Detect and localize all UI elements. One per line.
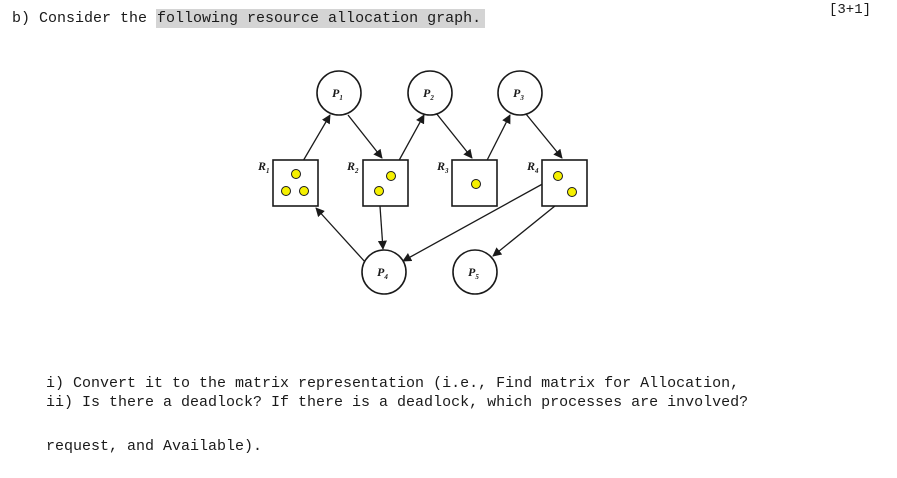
process-p1-label: P <box>332 86 340 100</box>
edge-p1-r2 <box>347 114 383 159</box>
question-part-ii: ii) Is there a deadlock? If there is a d… <box>46 394 749 411</box>
resource-r3-subscript: 3 <box>444 167 449 175</box>
resource-r4-instance <box>567 187 577 197</box>
question-part-i-line-2: request, and Available). <box>46 438 263 455</box>
process-p1-subscript: 1 <box>339 94 343 102</box>
resource-r1-instance <box>299 186 309 196</box>
process-p1: P1 <box>316 70 362 116</box>
process-p5-subscript: 5 <box>475 273 479 281</box>
process-p4: P4 <box>361 249 407 295</box>
resource-r2-subscript: 2 <box>354 167 359 175</box>
process-p2-subscript: 2 <box>429 94 434 102</box>
resource-r3-instance <box>471 179 481 189</box>
marks-label: [3+1] <box>828 2 871 18</box>
question-highlighted-text: following resource allocation graph. <box>156 9 486 28</box>
resource-allocation-graph: P1 P2 P3 P4 P5 R1 R2 R3 R4 <box>257 70 588 295</box>
resource-r3-label: R <box>436 159 445 173</box>
resource-r2-label: R <box>346 159 355 173</box>
process-p4-label: P <box>377 265 385 279</box>
edge-p3-r4 <box>525 113 563 159</box>
process-p3: P3 <box>497 70 543 116</box>
resource-r4-instance <box>553 171 563 181</box>
resource-r4-label: R <box>526 159 535 173</box>
edge-r4-p4 <box>402 175 558 262</box>
edge-p2-r3 <box>435 112 473 159</box>
resource-r1-subscript: 1 <box>266 167 270 175</box>
svg-text:P1: P1 <box>332 86 343 102</box>
resource-r1-label: R <box>257 159 266 173</box>
resource-r2: R2 <box>346 159 409 207</box>
svg-text:R4: R4 <box>526 159 539 175</box>
process-p4-subscript: 4 <box>383 273 388 281</box>
svg-text:P2: P2 <box>423 86 434 102</box>
resource-r4: R4 <box>526 159 588 207</box>
process-p5: P5 <box>452 249 498 295</box>
question-heading: b) Consider the following resource alloc… <box>12 9 486 28</box>
resource-r4-subscript: 4 <box>534 167 539 175</box>
svg-text:R2: R2 <box>346 159 359 175</box>
resource-r2-instance <box>386 171 396 181</box>
resource-r3: R3 <box>436 159 498 207</box>
question-prefix: b) Consider the <box>12 10 157 27</box>
svg-text:R3: R3 <box>436 159 449 175</box>
svg-text:R1: R1 <box>257 159 270 175</box>
process-p3-subscript: 3 <box>519 94 524 102</box>
resource-r2-instance <box>374 186 384 196</box>
process-p2: P2 <box>407 70 453 116</box>
resource-r1-instance <box>281 186 291 196</box>
process-p2-label: P <box>423 86 431 100</box>
svg-text:P3: P3 <box>513 86 524 102</box>
edge-p4-r1 <box>315 207 367 264</box>
svg-text:P4: P4 <box>377 265 388 281</box>
question-part-i-line-1: i) Convert it to the matrix representati… <box>46 375 740 392</box>
svg-text:P5: P5 <box>468 265 479 281</box>
process-p5-label: P <box>468 265 476 279</box>
process-p3-label: P <box>513 86 521 100</box>
resource-r1-instance <box>291 169 301 179</box>
graph-edges <box>295 112 572 264</box>
resource-r1: R1 <box>257 159 319 207</box>
